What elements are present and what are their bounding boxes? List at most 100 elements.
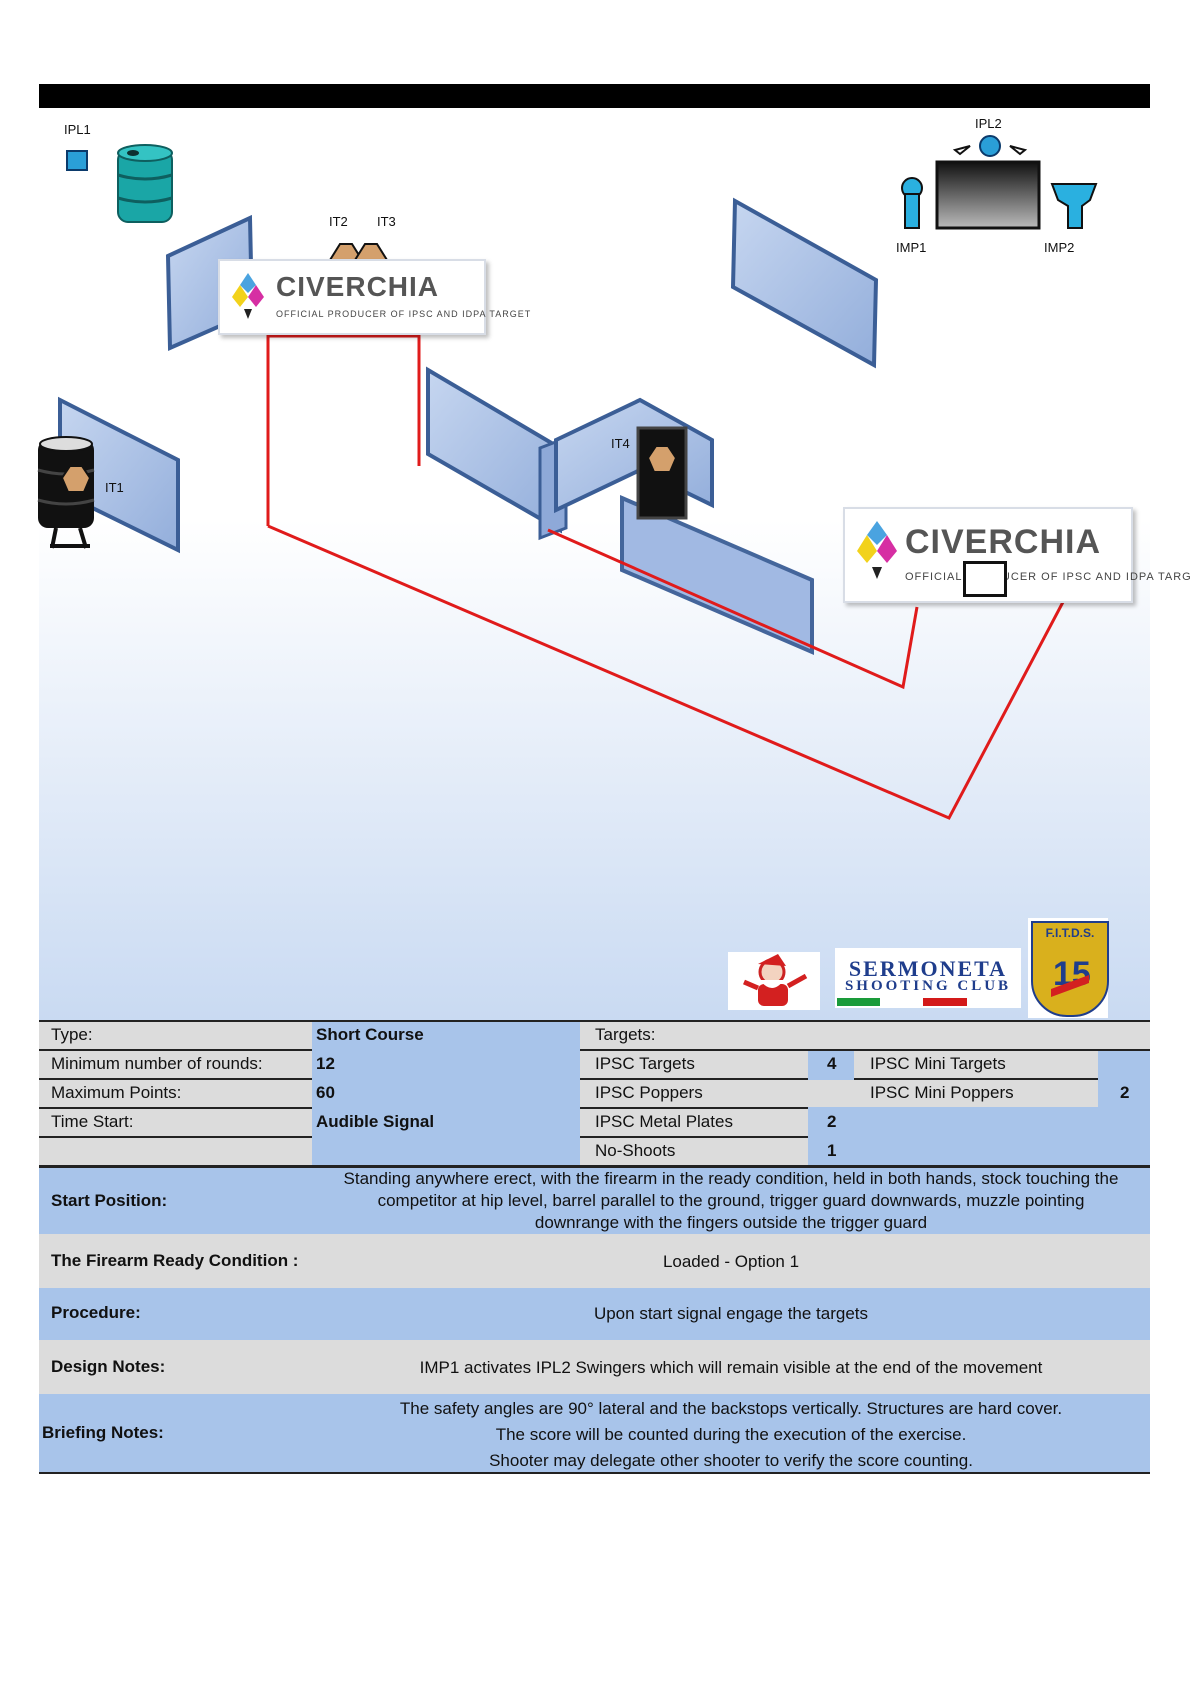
start-position-text: Standing anywhere erect, with the firear…: [312, 1168, 1150, 1234]
tgt2-bg: [580, 1080, 808, 1107]
procedure-value: Upon start signal engage the targets: [593, 1304, 869, 1323]
min-rounds-value: 12: [316, 1054, 335, 1073]
wall-it4-back: [554, 397, 714, 514]
santa-sponsor-logo: [728, 952, 820, 1010]
ready-condition-row: [39, 1234, 1150, 1288]
imp1-popper-icon: [901, 177, 923, 229]
ipsc-mini-targets-label: IPSC Mini Targets: [870, 1054, 1006, 1073]
sermoneta-logo: SERMONETA SHOOTING CLUB: [835, 948, 1021, 1008]
sep-2: [39, 1078, 312, 1080]
civerchia-logo-right: CIVERCHIA OFFICIAL PRODUCER OF IPSC AND …: [843, 507, 1190, 603]
fitds-emblem-icon: 15: [1051, 955, 1091, 997]
civerchia-tagline-2: OFFICIAL PRODUCER OF IPSC AND IDPA TARGE…: [905, 571, 1190, 583]
tgt1-bg: [580, 1051, 808, 1078]
type-label: Type:: [51, 1025, 93, 1044]
header-bar: [39, 84, 1150, 108]
briefing-notes-line-3: Shooter may delegate other shooter to ve…: [489, 1451, 973, 1470]
table-bottom-border: [39, 1472, 1150, 1474]
ipsc-mini-poppers-label: IPSC Mini Poppers: [870, 1083, 1014, 1102]
popper-val-bg: [808, 1080, 854, 1107]
sermoneta-name: SERMONETA: [848, 956, 1008, 981]
civerchia-logo-top: CIVERCHIA OFFICIAL PRODUCER OF IPSC AND …: [218, 259, 530, 335]
sep-3: [39, 1107, 312, 1109]
label-ipl1: IPL1: [64, 122, 91, 137]
specs-bottom-border: [39, 1165, 1150, 1168]
sep-2c: [854, 1078, 1098, 1080]
label-imp2: IMP2: [1044, 240, 1075, 255]
no-shoots-label: No-Shoots: [595, 1141, 676, 1160]
time-start-value: Audible Signal: [316, 1112, 435, 1131]
no-shoot-frame: [963, 561, 1007, 597]
ready-condition-value: Loaded - Option 1: [662, 1252, 800, 1271]
civerchia-mark-icon: [232, 273, 264, 319]
briefing-notes-label: Briefing Notes:: [42, 1423, 164, 1442]
wall-it4-front: [620, 494, 814, 656]
ipsc-metal-plates-value: 2: [827, 1112, 837, 1131]
briefing-notes-line-1: The safety angles are 90° lateral and th…: [399, 1399, 1063, 1418]
it4-target-icon: [646, 445, 678, 473]
fitds-logo: F.I.T.D.S. 15: [1028, 918, 1109, 1018]
no-shoots-value: 1: [827, 1141, 837, 1160]
ipl2-swinger-icon: [935, 135, 1041, 230]
start-position-line-2: competitor at hip level, barrel parallel…: [377, 1191, 1085, 1210]
fitds-badge: F.I.T.D.S. 15: [1031, 921, 1109, 1017]
ipsc-targets-label: IPSC Targets: [595, 1054, 695, 1073]
label-imp1: IMP1: [896, 240, 927, 255]
time-row-bg: [39, 1109, 312, 1136]
black-barrel-icon: [37, 436, 95, 549]
briefing-notes-text: The safety angles are 90° lateral and th…: [312, 1396, 1150, 1474]
civerchia-name: CIVERCHIA: [276, 271, 440, 302]
type-value: Short Course: [316, 1025, 424, 1044]
ipsc-mini-poppers-value: 2: [1120, 1083, 1130, 1102]
points-row-bg: [39, 1080, 312, 1107]
ipsc-targets-value: 4: [827, 1054, 837, 1073]
mini2-bg: [854, 1080, 1098, 1107]
sep-4b: [580, 1136, 808, 1138]
italian-flag-bar: [837, 998, 967, 1006]
max-points-value: 60: [316, 1083, 335, 1102]
rounds-row-bg: [39, 1051, 312, 1078]
procedure-label: Procedure:: [51, 1303, 141, 1322]
briefing-notes-row: [39, 1394, 1150, 1472]
label-ipl2: IPL2: [975, 116, 1002, 131]
design-notes-value: IMP1 activates IPL2 Swingers which will …: [419, 1358, 1043, 1377]
fault-lines: [266, 334, 1065, 820]
ipl1-plate: [66, 150, 88, 171]
civerchia-name-2: CIVERCHIA: [905, 523, 1102, 561]
ready-condition-label: The Firearm Ready Condition :: [51, 1251, 299, 1270]
civerchia-tagline: OFFICIAL PRODUCER OF IPSC AND IDPA TARGE…: [276, 309, 532, 319]
start-position-row: [39, 1168, 1150, 1234]
procedure-row: [39, 1288, 1150, 1340]
teal-barrel-icon: [117, 144, 173, 223]
civerchia-mark-icon-2: [857, 521, 897, 579]
empty-row-bg: [39, 1138, 312, 1165]
tgt4-bg: [580, 1138, 808, 1165]
label-it2: IT2: [329, 214, 348, 229]
sermoneta-sub: SHOOTING CLUB: [844, 978, 1012, 994]
type-row-bg: [39, 1022, 312, 1049]
wall-right-top: [730, 197, 879, 369]
stage-background: [39, 520, 1150, 1020]
start-position-line-1: Standing anywhere erect, with the firear…: [343, 1169, 1119, 1188]
design-notes-label: Design Notes:: [51, 1357, 166, 1376]
sep-4: [39, 1136, 312, 1138]
tgt3-bg: [580, 1109, 808, 1136]
targets-heading-bg: [580, 1022, 1150, 1049]
design-notes-row: [39, 1340, 1150, 1394]
fitds-text: F.I.T.D.S.: [1045, 926, 1095, 940]
min-rounds-label: Minimum number of rounds:: [51, 1054, 263, 1073]
imp2-popper-icon: [1050, 183, 1098, 229]
targets-heading: Targets:: [595, 1025, 656, 1044]
mini1-bg: [854, 1051, 1098, 1078]
label-it4: IT4: [611, 436, 630, 451]
it2-target-icon: [328, 243, 389, 261]
ipsc-poppers-label: IPSC Poppers: [595, 1083, 703, 1102]
ipsc-metal-plates-label: IPSC Metal Plates: [595, 1112, 733, 1131]
it1-target-icon: [60, 465, 92, 493]
sep-1: [39, 1049, 312, 1051]
sep-1b: [580, 1049, 1150, 1051]
table-top-border: [39, 1020, 1150, 1022]
stage-diagram: [37, 135, 1098, 820]
briefing-notes-line-2: The score will be counted during the exe…: [495, 1425, 967, 1444]
time-start-label: Time Start:: [51, 1112, 134, 1131]
